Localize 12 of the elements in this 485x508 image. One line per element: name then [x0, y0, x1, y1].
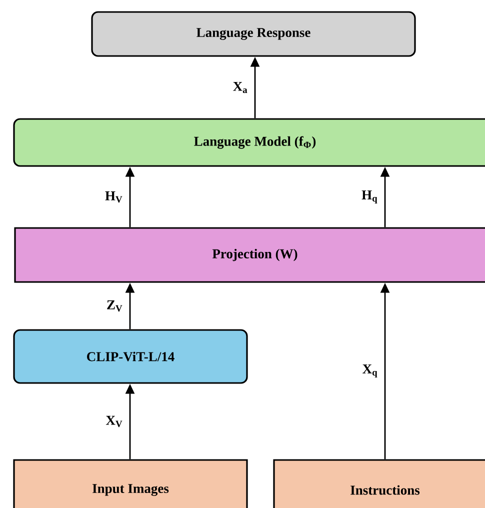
input-box: Instructions: [273, 459, 485, 508]
edge-label: Z$_{V}$: [107, 300, 122, 312]
edge-label: X$_{V}$: [106, 416, 122, 428]
model-box: Language Model (f$_{Φ}$): [13, 118, 485, 167]
projection-box: Projection (W): [14, 227, 485, 283]
encoder-box: CLIP-ViT-L/14: [13, 329, 248, 384]
input-box: Input Images: [13, 459, 248, 508]
edge-label: H$_{q}$: [362, 190, 378, 204]
edge-label: X$_{q}$: [362, 364, 378, 378]
edge-label: X$_{a}$: [233, 82, 248, 94]
output-box: Language Response: [91, 11, 416, 57]
edge-label: H$_{V}$: [105, 191, 122, 203]
